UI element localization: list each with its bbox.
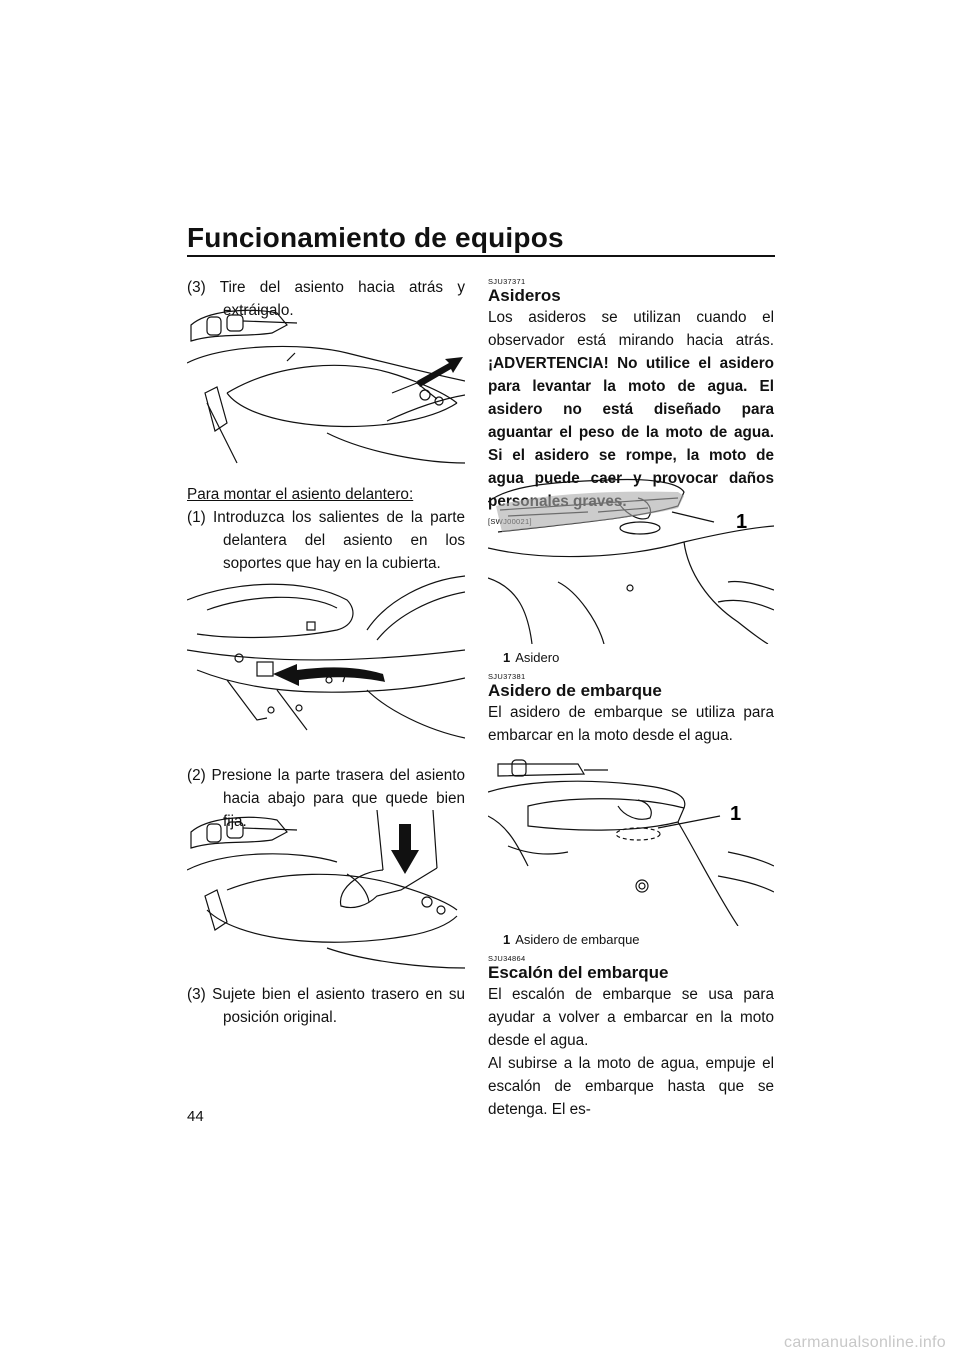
caption-text: Asidero — [515, 650, 560, 665]
install-subheading: Para montar el asiento delantero: — [187, 486, 414, 503]
left-column-secure: (3) Sujete bien el asiento trasero en su… — [187, 983, 465, 1029]
section-heading-asideros: Asideros — [488, 286, 561, 305]
caption-number: 1 — [503, 650, 511, 665]
step-press-seat: (2) Presione la parte trasera del asient… — [187, 767, 465, 830]
section-escalon: SJU34864 Escalón del embarque El escalón… — [488, 954, 774, 1121]
section-heading-asidero-embarque: Asidero de embarque — [488, 681, 662, 700]
callout-number: 1 — [736, 511, 747, 533]
escalon-text-1: El escalón de embarque se usa para ayuda… — [488, 986, 774, 1049]
page-number: 44 — [187, 1108, 204, 1125]
caption-number: 1 — [503, 932, 511, 947]
caption-asidero: 1 Asidero — [503, 646, 774, 669]
step-secure-rear-seat: (3) Sujete bien el asiento trasero en su… — [187, 986, 465, 1026]
step-insert-tabs: (1) Introduzca los salientes de la parte… — [187, 509, 465, 572]
figure-seat-press — [187, 810, 465, 969]
asidero-embarque-text: El asidero de embarque se utiliza para e… — [488, 704, 774, 744]
section-heading-escalon: Escalón del embarque — [488, 963, 669, 982]
figure-seat-insert — [187, 575, 465, 739]
page-title: Funcionamiento de equipos — [187, 222, 564, 253]
section-code: SJU37381 — [488, 672, 526, 681]
caption-text: Asidero de embarque — [515, 932, 640, 947]
escalon-text-2: Al subirse a la moto de agua, empuje el … — [488, 1055, 774, 1118]
watermark: carmanualsonline.info — [784, 1334, 946, 1351]
left-column-install: Para montar el asiento delantero: (1) In… — [187, 483, 465, 575]
title-rule — [187, 255, 775, 257]
asideros-text: Los asideros se utilizan cuando el obser… — [488, 309, 774, 349]
callout-number: 1 — [730, 803, 741, 825]
left-column-press: (2) Presione la parte trasera del asient… — [187, 764, 465, 833]
section-code: SJU34864 — [488, 954, 526, 963]
section-asidero-embarque: SJU37381 Asidero de embarque El asidero … — [488, 672, 774, 747]
section-code: SJU37371 — [488, 277, 526, 286]
figure-asidero: 1 — [488, 478, 774, 644]
figure-seat-removal — [187, 309, 465, 464]
figure-asidero-embarque: 1 — [488, 759, 774, 926]
caption-asidero-embarque: 1 Asidero de embarque — [503, 928, 774, 951]
